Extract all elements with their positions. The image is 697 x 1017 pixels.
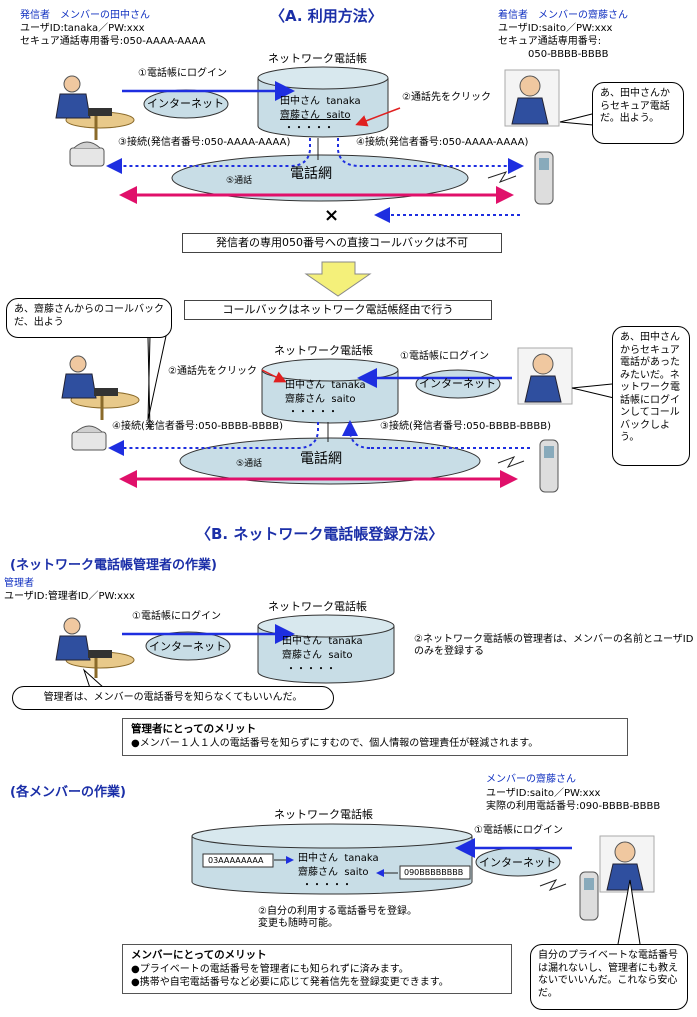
phone-network-label: 電話網 <box>290 166 332 182</box>
callee-speech-bubble: あ、田中さんからセキュア電話だ。出よう。 <box>592 82 684 144</box>
mobile-phone-icon <box>539 439 559 493</box>
step-login: ①電話帳にログイン <box>138 68 227 79</box>
step-connect-4: ④接続(発信者番号:050-AAAA-AAAA) <box>356 137 529 148</box>
caller-role: 発信者 メンバーの田中さん <box>20 10 150 21</box>
caller-number: セキュア通話専用番号:050-AAAA-AAAA <box>20 36 206 47</box>
member-with-phone-icon <box>599 835 655 893</box>
phonebook-label-b1: ネットワーク電話帳 <box>268 600 367 613</box>
callback-via-box: コールバックはネットワーク電話帳経由で行う <box>184 300 492 320</box>
row-tanaka-b1: 田中さん tanaka <box>282 636 363 647</box>
member-role: メンバーの齋藤さん <box>486 774 576 785</box>
admin-merit-item: ●メンバー１人１人の電話番号を知らずにすむので、個人情報の管理責任が軽減されます… <box>131 737 539 749</box>
no-callback-box: 発信者の専用050番号への直接コールバックは不可 <box>182 233 502 253</box>
step-login-b2: ①電話帳にログイン <box>474 825 563 836</box>
row-dots-2: ・・・・・ <box>288 407 338 418</box>
click-arrow-a1 <box>355 107 401 127</box>
mobile-phone-icon <box>534 151 554 205</box>
registered-number-b: 090BBBBBBBB <box>404 868 464 877</box>
row-tanaka: 田中さん tanaka <box>280 96 361 107</box>
person-at-desk-icon <box>55 75 135 140</box>
row-saito-2: 齋藤さん saito <box>285 394 356 405</box>
row-saito-b2: 齋藤さん saito <box>298 867 369 878</box>
member-speech-bubble: 自分のプライベートな電話番号は漏れないし、管理者にも教えないでいいんだ。これなら… <box>530 944 688 1010</box>
internet-label: インターネット <box>147 97 224 110</box>
step-click-2: ②通話先をクリック <box>168 366 257 377</box>
step-connect-3: ③接続(発信者番号:050-AAAA-AAAA) <box>118 137 291 148</box>
internet-label-b2: インターネット <box>479 856 556 869</box>
member-id: ユーザID:saito／PW:xxx <box>486 788 601 799</box>
caller-speech-bubble: あ、齋藤さんからのコールバックだ、出よう <box>6 298 172 338</box>
step-talk-2: ⑤通話 <box>236 459 263 469</box>
internet-cloud-b1 <box>145 631 231 661</box>
member-merit-item-1: ●プライベートの電話番号を管理者にも知られずに済みます。 <box>131 963 409 975</box>
row-tanaka-2: 田中さん tanaka <box>285 380 366 391</box>
mobile-phone-icon <box>579 871 599 921</box>
member-merit-item-2: ●携帯や自宅電話番号など必要に応じて発着信先を登録変更できます。 <box>131 977 449 988</box>
row-dots-b2: ・・・・・ <box>302 880 352 891</box>
step-login-b1: ①電話帳にログイン <box>132 611 221 622</box>
desk-phone-icon <box>71 425 107 451</box>
down-shift-arrow <box>304 261 372 297</box>
cross-mark: × <box>324 205 340 226</box>
callee-role: 着信者 メンバーの齋藤さん <box>498 10 628 21</box>
row-dots: ・・・・・ <box>284 123 334 134</box>
member-step2: ②自分の利用する電話番号を登録。変更も随時可能。 <box>258 906 417 929</box>
admin-speech-bubble: 管理者は、メンバーの電話番号を知らなくてもいいんだ。 <box>12 686 334 710</box>
member-number: 実際の利用電話番号:090-BBBB-BBBB <box>486 801 661 812</box>
phone-network-label-2: 電話網 <box>300 451 342 467</box>
phonebook-label-b2: ネットワーク電話帳 <box>274 808 373 821</box>
callee-number: 050-BBBB-BBBB <box>528 49 609 60</box>
admin-at-desk-icon <box>55 617 135 678</box>
phonebook-label-2: ネットワーク電話帳 <box>274 344 373 357</box>
click-arrow-a2 <box>261 369 287 383</box>
section-b-title: 〈B. ネットワーク電話帳登録方法〉 <box>196 525 444 543</box>
admin-merit-box: 管理者にとってのメリット ●メンバー１人１人の電話番号を知らずにすむので、個人情… <box>122 718 628 756</box>
person-with-phone-icon <box>517 347 573 405</box>
row-tanaka-b2: 田中さん tanaka <box>298 853 379 864</box>
member-merit-box: メンバーにとってのメリット ●プライベートの電話番号を管理者にも知られずに済みま… <box>122 944 512 994</box>
callee-callback-bubble: あ、田中さんからセキュア電話があったみたいだ。ネットワーク電話帳にログインしてコ… <box>612 326 690 466</box>
step-connect-4b: ④接続(発信者番号:050-BBBB-BBBB) <box>112 421 283 432</box>
caller-id: ユーザID:tanaka／PW:xxx <box>20 23 145 34</box>
registered-number-a: 03AAAAAAAA <box>208 856 264 865</box>
admin-role: 管理者 <box>4 578 34 589</box>
step-login-2: ①電話帳にログイン <box>400 351 489 362</box>
person-with-phone-icon <box>504 69 560 127</box>
phonebook-label: ネットワーク電話帳 <box>268 52 367 65</box>
row-saito: 齋藤さん saito <box>280 110 351 121</box>
callee-id: ユーザID:saito／PW:xxx <box>498 23 613 34</box>
row-dots-b1: ・・・・・ <box>286 664 336 675</box>
admin-merit-title: 管理者にとってのメリット <box>131 723 257 735</box>
member-heading: (各メンバーの作業) <box>10 785 126 800</box>
step-talk: ⑤通話 <box>226 176 253 186</box>
step-connect-3b: ③接続(発信者番号:050-BBBB-BBBB) <box>380 421 551 432</box>
internet-label-b1: インターネット <box>149 640 226 653</box>
person-at-desk-icon <box>61 355 140 420</box>
admin-heading: (ネットワーク電話帳管理者の作業) <box>10 558 217 573</box>
internet-label-2: インターネット <box>419 377 496 390</box>
row-saito-b1: 齋藤さん saito <box>282 650 353 661</box>
step-click: ②通話先をクリック <box>402 92 491 103</box>
desk-phone-icon <box>69 141 105 167</box>
section-a-title: 〈A. 利用方法〉 <box>270 7 383 25</box>
member-merit-title: メンバーにとってのメリット <box>131 949 267 961</box>
callee-number-label: セキュア通話専用番号: <box>498 36 602 47</box>
admin-id: ユーザID:管理者ID／PW:xxx <box>4 591 135 602</box>
admin-step2: ②ネットワーク電話帳の管理者は、メンバーの名前とユーザIDのみを登録する <box>414 634 694 657</box>
